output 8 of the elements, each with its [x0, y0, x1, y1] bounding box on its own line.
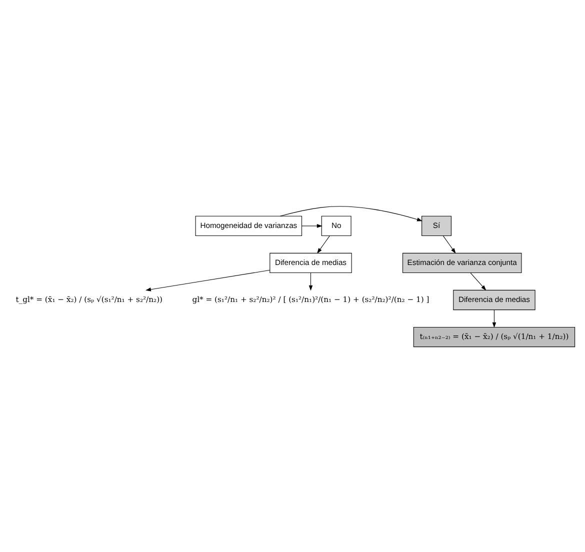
arrow — [470, 272, 486, 290]
arrow — [317, 235, 330, 254]
arrow — [145, 269, 270, 291]
arrow — [302, 224, 322, 228]
arrow — [442, 235, 456, 254]
arrow — [280, 206, 422, 221]
arrow — [308, 272, 313, 290]
arrow — [492, 309, 496, 328]
